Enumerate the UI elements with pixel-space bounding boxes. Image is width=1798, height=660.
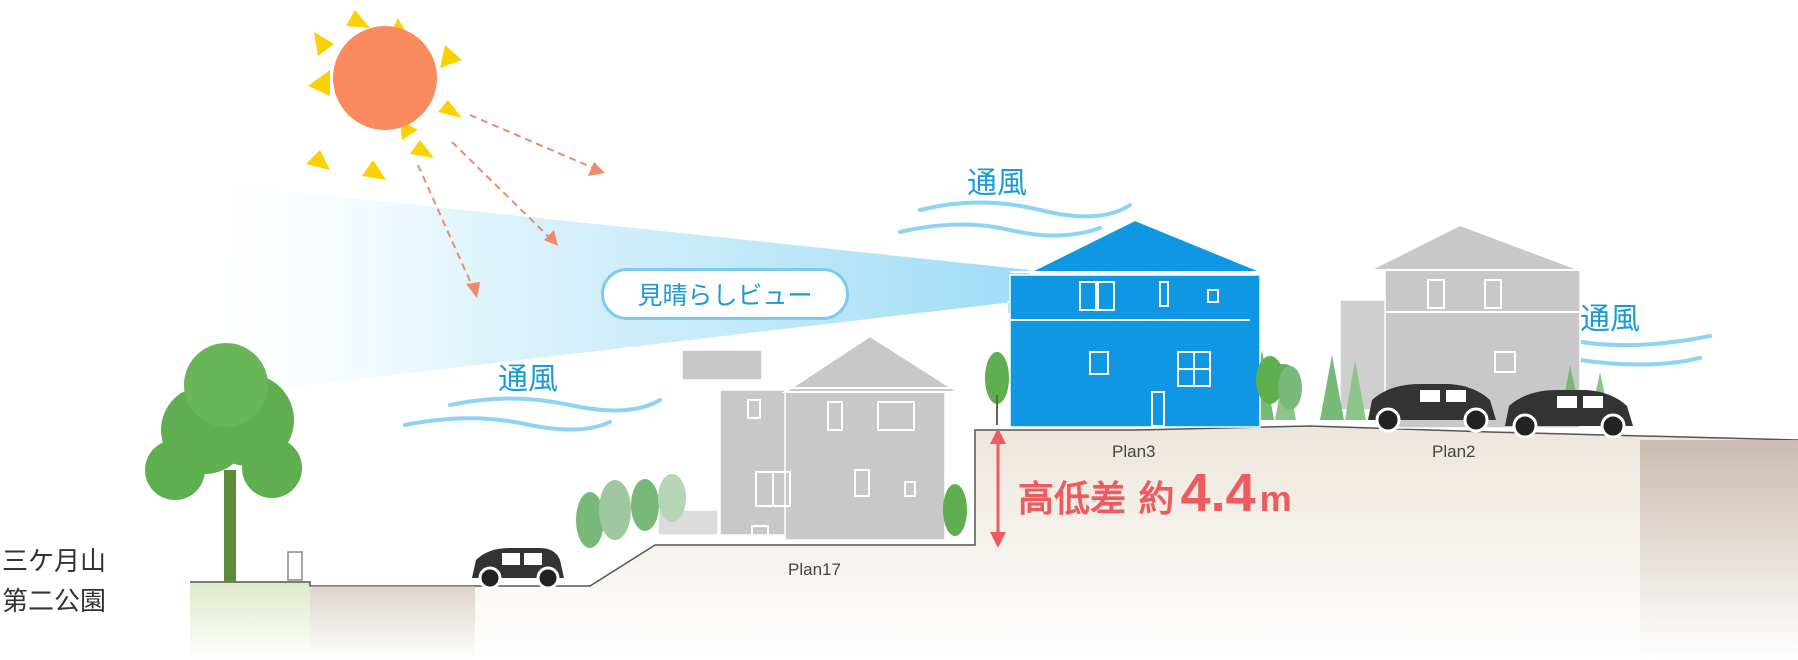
car-icon xyxy=(1505,390,1633,439)
car-icon xyxy=(1368,384,1496,433)
trees-plan3 xyxy=(985,352,1302,425)
height-difference-label: 高低差 約 4.4 m xyxy=(1018,463,1292,523)
plan17-label: Plan17 xyxy=(788,560,841,579)
house-plan2 xyxy=(1339,223,1581,429)
view-label: 見晴らしビュー xyxy=(601,268,849,320)
wind-label-top: 通風 xyxy=(967,166,1027,201)
plan3-label: Plan3 xyxy=(1112,442,1156,461)
trees-plan17 xyxy=(576,474,967,548)
tree-icon xyxy=(145,343,302,582)
ground xyxy=(190,425,1798,660)
wind-label-left: 通風 xyxy=(498,362,558,397)
sun-icon xyxy=(306,10,462,180)
park-post xyxy=(287,551,303,581)
car-icon xyxy=(472,548,564,590)
plan2-label: Plan2 xyxy=(1432,442,1476,461)
sunlight-arrows xyxy=(417,114,599,291)
wind-label-right: 通風 xyxy=(1580,302,1640,337)
house-plan3 xyxy=(1007,218,1263,428)
height-difference-marker xyxy=(990,428,1006,548)
park-label: 三ケ月山 第二公園 xyxy=(2,547,107,617)
house-plan17 xyxy=(657,334,962,541)
